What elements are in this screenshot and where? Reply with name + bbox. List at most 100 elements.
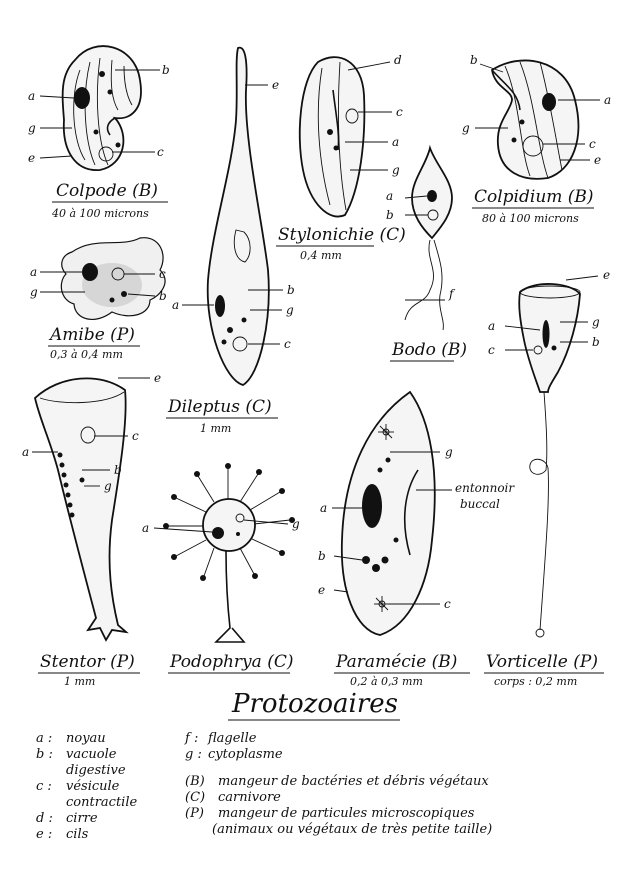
colpode-label-a: a — [28, 89, 35, 103]
vorticelle-label-a: a — [488, 319, 495, 333]
amibe-label-b: b — [159, 289, 167, 303]
legend-text: noyau — [66, 731, 106, 746]
legend-key: (P) — [185, 806, 204, 821]
paramecie-label-entonnoir: entonnoir — [455, 481, 515, 495]
stylonichie-name: Stylonichie (C) — [278, 225, 406, 245]
legend: a : noyau b : vacuole digestive c : vési… — [36, 731, 492, 842]
stylonichie-label-g: g — [392, 163, 400, 177]
paramecie-label-b: b — [318, 549, 326, 563]
dileptus-label-c: c — [284, 337, 291, 351]
bodo-label-b: b — [386, 208, 394, 222]
legend-text: (animaux ou végétaux de très petite tail… — [212, 822, 492, 837]
dileptus-name: Dileptus (C) — [167, 397, 272, 417]
amibe-label-g: g — [30, 285, 38, 299]
vorticelle-label-c: c — [488, 343, 495, 357]
podophrya-figure: a g Podophrya (C) — [142, 463, 300, 674]
stylonichie-label-a: a — [392, 135, 399, 149]
amibe-label-a: a — [30, 265, 37, 279]
legend-text: mangeur de bactéries et débris végétaux — [218, 774, 489, 789]
legend-text: cils — [66, 827, 89, 842]
colpidium-figure: b a g c e Colpidium (B) 80 à 100 microns — [462, 53, 611, 225]
amibe-label-c: c — [159, 267, 166, 281]
legend-key: g : — [185, 747, 202, 762]
amibe-name: Amibe (P) — [48, 325, 135, 345]
colpidium-size: 80 à 100 microns — [482, 212, 579, 225]
legend-text: vésicule — [66, 779, 120, 794]
podophrya-label-g: g — [292, 517, 300, 531]
stentor-label-c: c — [132, 429, 139, 443]
colpidium-label-c: c — [589, 137, 596, 151]
legend-key: (B) — [185, 774, 205, 789]
paramecie-label-a: a — [320, 501, 327, 515]
colpidium-label-b: b — [470, 53, 478, 67]
stentor-size: 1 mm — [64, 675, 95, 688]
vorticelle-label-e: e — [603, 268, 610, 282]
legend-key: c : — [36, 779, 52, 794]
legend-key: a : — [36, 731, 52, 746]
legend-text: mangeur de particules microscopiques — [218, 806, 475, 821]
colpode-label-g: g — [28, 121, 36, 135]
dileptus-label-b: b — [287, 283, 295, 297]
paramecie-size: 0,2 à 0,3 mm — [350, 675, 423, 688]
dileptus-label-a: a — [172, 298, 179, 312]
paramecie-label-g: g — [445, 445, 453, 459]
colpode-name: Colpode (B) — [56, 181, 158, 201]
colpode-size: 40 à 100 microns — [51, 207, 149, 220]
colpode-label-e: e — [28, 151, 35, 165]
vorticelle-figure: e a c g b Vorticelle (P) corps : 0,2 mm — [484, 268, 610, 688]
podophrya-label-a: a — [142, 521, 149, 535]
legend-text: cirre — [66, 811, 98, 826]
stentor-label-g: g — [104, 479, 112, 493]
vorticelle-name: Vorticelle (P) — [486, 652, 598, 672]
colpode-figure: a b c e g Colpode (B) 40 à 100 microns — [28, 45, 170, 220]
amibe-figure: a c g b Amibe (P) 0,3 à 0,4 mm — [30, 237, 167, 361]
legend-middle-column: f : flagelle g : cytoplasme — [184, 731, 283, 762]
legend-text: vacuole — [66, 747, 117, 762]
colpidium-name: Colpidium (B) — [474, 187, 594, 207]
podophrya-name: Podophrya (C) — [169, 652, 293, 672]
paramecie-label-c: c — [444, 597, 451, 611]
vorticelle-size: corps : 0,2 mm — [494, 675, 577, 688]
stentor-figure: e c a b g Stentor (P) 1 mm — [22, 371, 161, 688]
dileptus-label-e: e — [272, 78, 279, 92]
legend-key: e : — [36, 827, 52, 842]
bodo-label-a: a — [386, 189, 393, 203]
vorticelle-label-b: b — [592, 335, 600, 349]
bodo-label-f: f — [448, 287, 456, 301]
legend-key: (C) — [185, 790, 205, 805]
legend-text: contractile — [66, 795, 137, 810]
paramecie-label-e: e — [318, 583, 325, 597]
colpidium-label-g: g — [462, 121, 470, 135]
stylonichie-label-d: d — [394, 53, 402, 67]
stentor-label-e: e — [154, 371, 161, 385]
colpidium-label-e: e — [594, 153, 601, 167]
page-title: Protozoaires — [231, 689, 398, 719]
bodo-name: Bodo (B) — [391, 340, 467, 360]
colpode-label-c: c — [157, 145, 164, 159]
amibe-size: 0,3 à 0,4 mm — [50, 348, 123, 361]
legend-key: b : — [36, 747, 53, 762]
bodo-figure: a b f Bodo (B) — [386, 144, 467, 362]
stylonichie-label-c: c — [396, 105, 403, 119]
stentor-label-a: a — [22, 445, 29, 459]
stylonichie-size: 0,4 mm — [300, 249, 342, 262]
stylonichie-figure: d c a g Stylonichie (C) 0,4 mm — [276, 53, 406, 262]
legend-left-column: a : noyau b : vacuole digestive c : vési… — [36, 731, 137, 842]
dileptus-label-g: g — [286, 303, 294, 317]
legend-key: d : — [36, 811, 53, 826]
colpidium-label-a: a — [604, 93, 611, 107]
vorticelle-label-g: g — [592, 315, 600, 329]
paramecie-figure: g a b e c entonnoir buccal Paramécie (B)… — [318, 390, 515, 688]
legend-text: carnivore — [218, 790, 281, 805]
dileptus-figure: e a b g c Dileptus (C) 1 mm — [166, 46, 295, 435]
stentor-name: Stentor (P) — [40, 652, 135, 672]
colpode-label-b: b — [162, 63, 170, 77]
paramecie-name: Paramécie (B) — [335, 652, 457, 672]
legend-text: cytoplasme — [208, 747, 283, 762]
stentor-label-b: b — [114, 463, 122, 477]
dileptus-size: 1 mm — [200, 422, 231, 435]
legend-text: digestive — [66, 763, 126, 778]
paramecie-label-buccal: buccal — [460, 497, 500, 511]
legend-right-column: (B) mangeur de bactéries et débris végét… — [185, 774, 492, 837]
